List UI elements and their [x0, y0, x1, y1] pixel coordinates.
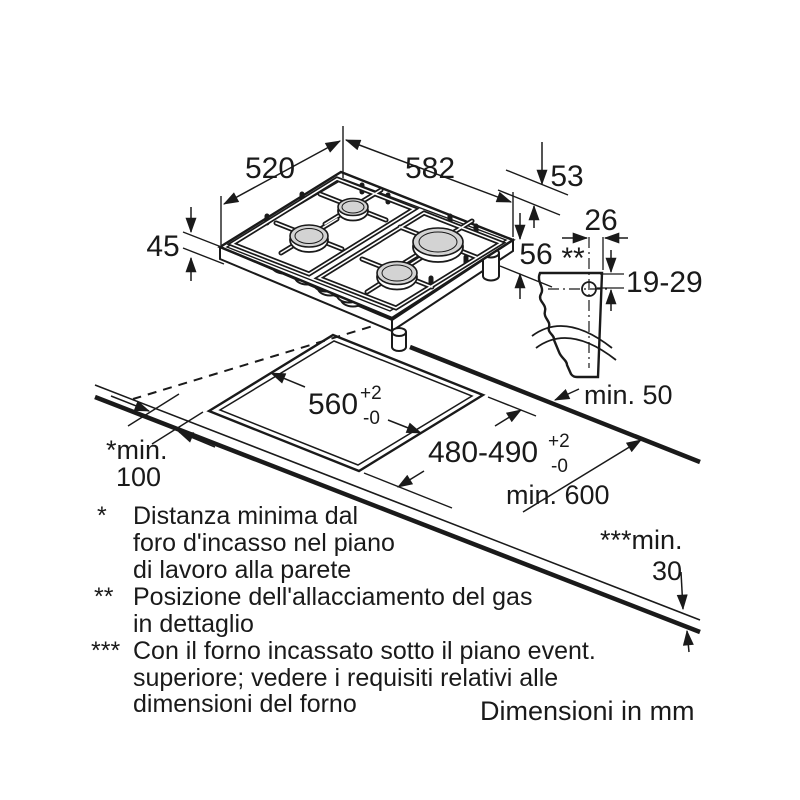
gas-offset-value: 26	[584, 204, 617, 237]
cutout-width-value: 560	[308, 388, 358, 421]
cutout-inner-rim	[218, 340, 474, 466]
min-front-label: ***min.	[600, 525, 683, 555]
dimension-gas-range: 19-29	[597, 250, 703, 311]
footnote3-line3: dimensioni del forno	[133, 690, 357, 718]
min-side-value: 100	[116, 462, 161, 492]
burner-front	[376, 260, 418, 291]
worktop-drawing: 560 +2 -0 480-490 +2 -0 min. 50 min. 600	[94, 321, 701, 653]
dimension-height-56: 56	[499, 213, 553, 299]
units-caption: Dimensioni in mm	[480, 696, 695, 726]
break-line-2	[535, 337, 617, 361]
dimension-gas-offset: 26 **	[561, 204, 628, 275]
projection-dashed-line	[132, 321, 387, 400]
footnote2-line1: Posizione dell'allacciamento del gas	[133, 583, 532, 611]
cutout-depth-value: 480-490	[428, 436, 538, 469]
burner-left	[289, 224, 329, 253]
hob-leg-front	[391, 327, 407, 352]
footnote3-line1: Con il forno incassato sotto il piano ev…	[133, 637, 596, 665]
cutout-outline	[206, 333, 486, 473]
burners	[289, 197, 464, 291]
width-value: 582	[405, 152, 455, 185]
min-front-value: 30	[652, 556, 682, 586]
height-56-value: 56	[519, 238, 552, 271]
dimension-cutout-depth: 480-490 +2 -0	[363, 396, 570, 509]
depth-value: 520	[245, 152, 295, 185]
cutout-depth-tol-minus: -0	[551, 456, 568, 477]
footnote1-line3: di lavoro alla parete	[133, 556, 351, 584]
dimension-cutout-width: 560 +2 -0	[269, 372, 423, 434]
dimension-height-45: 45	[146, 207, 225, 281]
footnote3-marker: ***	[91, 637, 120, 665]
cutout-width-tol-plus: +2	[360, 383, 382, 404]
dimension-height-53: 53	[497, 142, 584, 228]
height-45-value: 45	[146, 230, 179, 263]
footnote2-marker: **	[94, 583, 114, 611]
dimension-depth-520: 520	[220, 140, 341, 245]
min-rear-value: min. 50	[584, 380, 673, 410]
min-depth-value: min. 600	[506, 480, 610, 510]
dimension-min-rear: min. 50	[554, 380, 673, 410]
gas-note-marker: **	[561, 242, 585, 275]
height-53-value: 53	[550, 160, 583, 193]
cutout-depth-tol-plus: +2	[548, 431, 570, 452]
footnote3-line2: superiore; vedere i requisiti relativi a…	[133, 664, 558, 692]
footnotes: * Distanza minima dal foro d'incasso nel…	[91, 502, 695, 726]
burner-right	[412, 227, 464, 263]
dimension-min-depth: min. 600	[506, 439, 642, 513]
footnote2-line2: in dettaglio	[133, 610, 254, 638]
footnote1-marker: *	[97, 502, 107, 530]
footnote1-line1: Distanza minima dal	[133, 502, 358, 530]
min-side-label: *min.	[106, 435, 168, 465]
burner-back	[337, 197, 369, 222]
hob-drawing	[217, 170, 516, 352]
worktop-back-edge	[409, 344, 701, 465]
dimension-min-side: *min. 100	[106, 393, 216, 492]
worktop-front-edge-top	[94, 384, 701, 621]
gas-connection-detail: 26 ** 19-29	[531, 204, 703, 379]
break-line-1	[531, 325, 613, 349]
hob-dimensions: 520 582 45 53 56	[146, 126, 584, 299]
gas-range-value: 19-29	[626, 266, 703, 299]
dimension-width-582: 582	[344, 139, 514, 237]
footnote1-line2: foro d'incasso nel piano	[133, 529, 395, 557]
worktop-front-edge-bottom	[94, 394, 701, 635]
cutout-width-tol-minus: -0	[363, 408, 380, 429]
dimension-min-front: ***min. 30	[600, 525, 694, 653]
